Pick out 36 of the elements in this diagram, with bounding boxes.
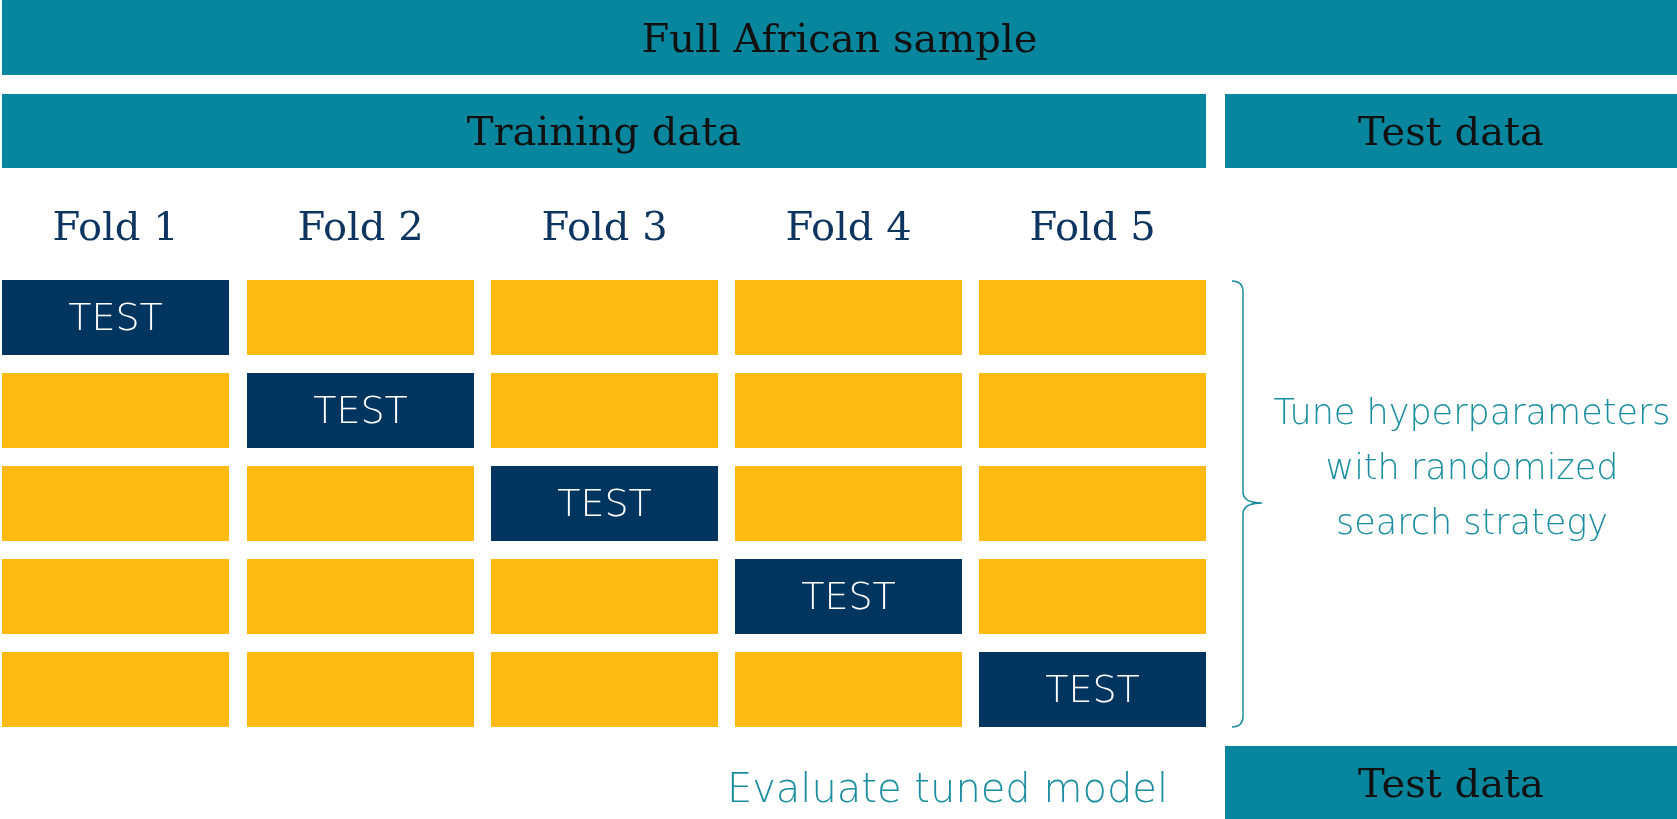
training-fold-box: [735, 373, 962, 448]
header-bar: Test data: [1225, 746, 1677, 819]
training-fold-box: [979, 559, 1206, 634]
training-fold-box: [491, 373, 718, 448]
training-fold-box: [735, 280, 962, 355]
training-fold-box: [491, 559, 718, 634]
column-heading: Fold 4: [784, 202, 913, 251]
training-fold-box: [2, 652, 229, 727]
training-fold-box: [2, 373, 229, 448]
training-fold-box: [247, 466, 474, 541]
column-heading: Fold 2: [296, 202, 425, 251]
tuning-note: Tune hyperparameters with randomized search strategy: [1272, 391, 1672, 544]
training-fold-box: [491, 280, 718, 355]
test-fold-box: TEST: [979, 652, 1206, 727]
test-fold-box: TEST: [735, 559, 962, 634]
header-bar: Test data: [1225, 94, 1677, 168]
training-fold-box: [2, 559, 229, 634]
training-fold-box: [2, 466, 229, 541]
column-heading: Fold 1: [51, 202, 180, 251]
training-fold-box: [247, 559, 474, 634]
training-fold-box: [735, 466, 962, 541]
test-fold-box: TEST: [247, 373, 474, 448]
column-heading: Fold 3: [540, 202, 669, 251]
training-fold-box: [735, 652, 962, 727]
column-heading: Fold 5: [1028, 202, 1157, 251]
test-fold-box: TEST: [491, 466, 718, 541]
training-fold-box: [979, 280, 1206, 355]
training-fold-box: [979, 373, 1206, 448]
test-fold-box: TEST: [2, 280, 229, 355]
training-fold-box: [979, 466, 1206, 541]
training-fold-box: [247, 280, 474, 355]
training-fold-box: [491, 652, 718, 727]
header-bar: Full African sample: [2, 0, 1677, 75]
evaluation-note: Evaluate tuned model: [726, 764, 1168, 813]
header-bar: Training data: [2, 94, 1206, 168]
training-fold-box: [247, 652, 474, 727]
